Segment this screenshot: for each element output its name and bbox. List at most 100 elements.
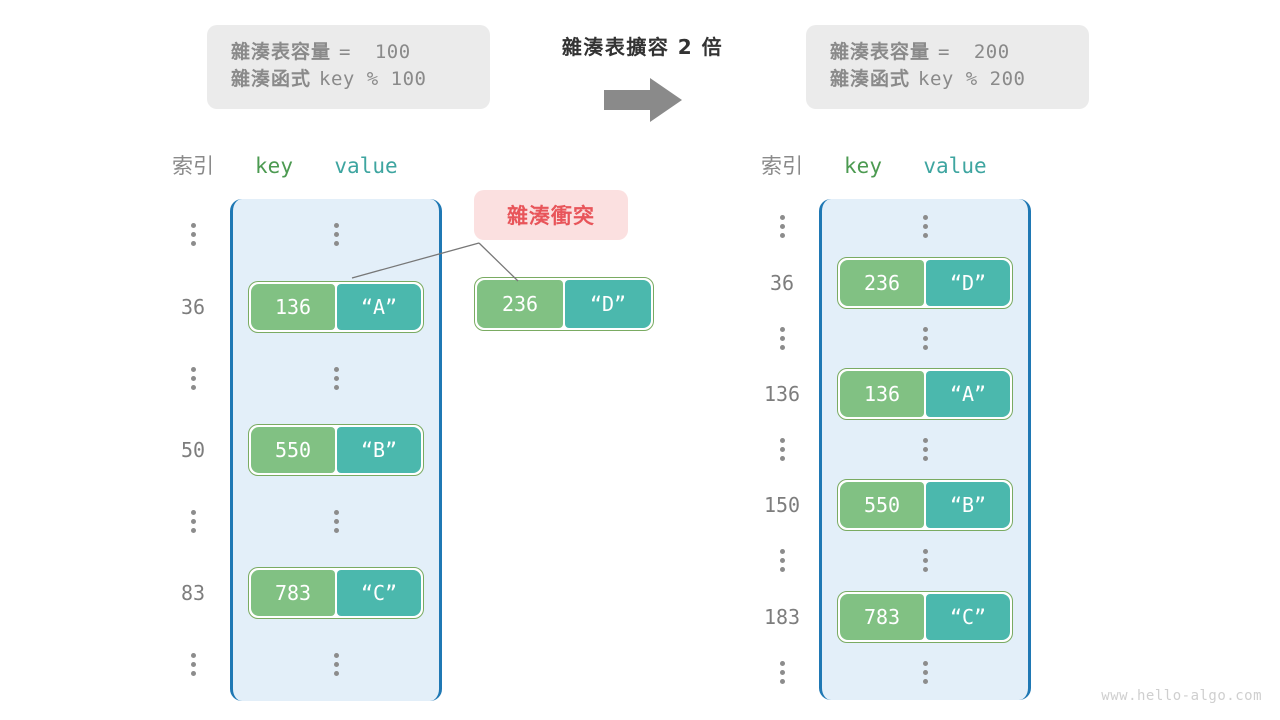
bucket-ellipsis: [233, 486, 439, 558]
vertical-ellipsis-icon: [333, 653, 339, 677]
arrow-right-icon: [604, 78, 682, 126]
index-column-before: 36 50 83: [156, 199, 230, 701]
pair-value: “D”: [565, 280, 651, 328]
pair-key: 783: [251, 570, 335, 617]
pair-key: 550: [251, 426, 335, 473]
bucket-entry: 136“A”: [822, 366, 1028, 422]
bucket-entry: 783“C”: [233, 557, 439, 629]
index-ellipsis: [745, 422, 819, 478]
bucket-ellipsis: [822, 645, 1028, 701]
index-ellipsis: [745, 645, 819, 701]
collision-badge: 雜湊衝突: [474, 190, 628, 240]
key-value-pair: 236“D”: [837, 256, 1013, 309]
index-ellipsis: [156, 629, 230, 701]
vertical-ellipsis-icon: [190, 223, 196, 247]
vertical-ellipsis-icon: [922, 660, 928, 684]
pair-key: 550: [840, 482, 924, 529]
index-column-after: 36 136 150 183: [745, 199, 819, 700]
function-label: 雜湊函式: [830, 67, 911, 90]
bucket-column-before: 136“A” 550“B” 783“C”: [230, 199, 442, 701]
key-value-pair: 783“C”: [248, 567, 424, 620]
vertical-ellipsis-icon: [922, 215, 928, 239]
function-line-after: 雜湊函式 key % 200: [830, 66, 1065, 93]
bucket-ellipsis: [822, 199, 1028, 255]
bucket-ellipsis: [233, 629, 439, 701]
bucket-entry: 550“B”: [822, 477, 1028, 533]
capacity-info-before: 雜湊表容量 = 100 雜湊函式 key % 100: [207, 25, 490, 109]
vertical-ellipsis-icon: [779, 326, 785, 350]
column-header-index: 索引: [172, 154, 214, 178]
hash-table-before: 36 50 83 136“A” 550“B” 783“C”: [156, 199, 442, 701]
pair-value: “B”: [926, 482, 1010, 529]
column-header-after: 索引 key value: [745, 150, 1003, 180]
key-value-pair: 550“B”: [248, 423, 424, 476]
bucket-entry: 783“C”: [822, 589, 1028, 645]
index-ellipsis: [745, 310, 819, 366]
capacity-label: 雜湊表容量: [830, 41, 931, 63]
pair-value: “C”: [337, 570, 421, 617]
function-value: key % 200: [918, 67, 1026, 90]
vertical-ellipsis-icon: [333, 223, 339, 247]
function-label: 雜湊函式: [231, 67, 312, 90]
vertical-ellipsis-icon: [922, 326, 928, 350]
capacity-line-after: 雜湊表容量 = 200: [830, 39, 1065, 66]
key-value-pair: 136“A”: [248, 280, 424, 333]
function-value: key % 100: [319, 67, 427, 90]
index-label: 136: [763, 381, 801, 406]
index-label: 150: [763, 493, 801, 518]
index-ellipsis: [156, 199, 230, 271]
index-ellipsis: [745, 199, 819, 255]
index-label: 183: [763, 604, 801, 629]
index-ellipsis: [156, 486, 230, 558]
vertical-ellipsis-icon: [190, 366, 196, 390]
index-label: 83: [180, 581, 206, 606]
bucket-entry: 236“D”: [822, 255, 1028, 311]
index-label: 36: [769, 270, 795, 295]
vertical-ellipsis-icon: [922, 549, 928, 573]
vertical-ellipsis-icon: [922, 438, 928, 462]
vertical-ellipsis-icon: [779, 438, 785, 462]
capacity-value: = 100: [339, 41, 411, 63]
collided-pair: 236 “D”: [474, 277, 654, 331]
key-value-pair: 550“B”: [837, 479, 1013, 532]
bucket-column-after: 236“D” 136“A” 550“B” 783“C”: [819, 199, 1031, 701]
column-header-key: key: [844, 154, 882, 178]
column-header-before: 索引 key value: [156, 150, 414, 180]
index-label: 36: [180, 294, 206, 319]
vertical-ellipsis-icon: [779, 215, 785, 239]
pair-value: “A”: [926, 370, 1010, 417]
bucket-ellipsis: [233, 199, 439, 271]
vertical-ellipsis-icon: [779, 549, 785, 573]
pair-value: “D”: [926, 259, 1010, 306]
pair-key: 136: [840, 370, 924, 417]
capacity-value: = 200: [938, 41, 1010, 63]
bucket-ellipsis: [822, 533, 1028, 589]
index-ellipsis: [156, 342, 230, 414]
index-label: 50: [180, 437, 206, 462]
bucket-entry: 550“B”: [233, 414, 439, 486]
column-header-value: value: [334, 154, 398, 178]
capacity-info-after: 雜湊表容量 = 200 雜湊函式 key % 200: [806, 25, 1089, 109]
pair-key: 236: [477, 280, 563, 328]
vertical-ellipsis-icon: [333, 366, 339, 390]
pair-value: “B”: [337, 426, 421, 473]
capacity-line-before: 雜湊表容量 = 100: [231, 39, 466, 66]
vertical-ellipsis-icon: [190, 510, 196, 534]
column-header-key: key: [255, 154, 293, 178]
vertical-ellipsis-icon: [190, 653, 196, 677]
pair-key: 783: [840, 593, 924, 640]
vertical-ellipsis-icon: [333, 510, 339, 534]
pair-key: 236: [840, 259, 924, 306]
bucket-ellipsis: [233, 342, 439, 414]
watermark: www.hello-algo.com: [1101, 688, 1262, 704]
pair-value: “A”: [337, 283, 421, 330]
bucket-ellipsis: [822, 310, 1028, 366]
column-header-value: value: [923, 154, 987, 178]
key-value-pair: 783“C”: [837, 590, 1013, 643]
vertical-ellipsis-icon: [779, 660, 785, 684]
pair-key: 136: [251, 283, 335, 330]
function-line-before: 雜湊函式 key % 100: [231, 66, 466, 93]
bucket-entry: 136“A”: [233, 271, 439, 343]
expand-label: 雜湊表擴容 2 倍: [561, 35, 724, 59]
